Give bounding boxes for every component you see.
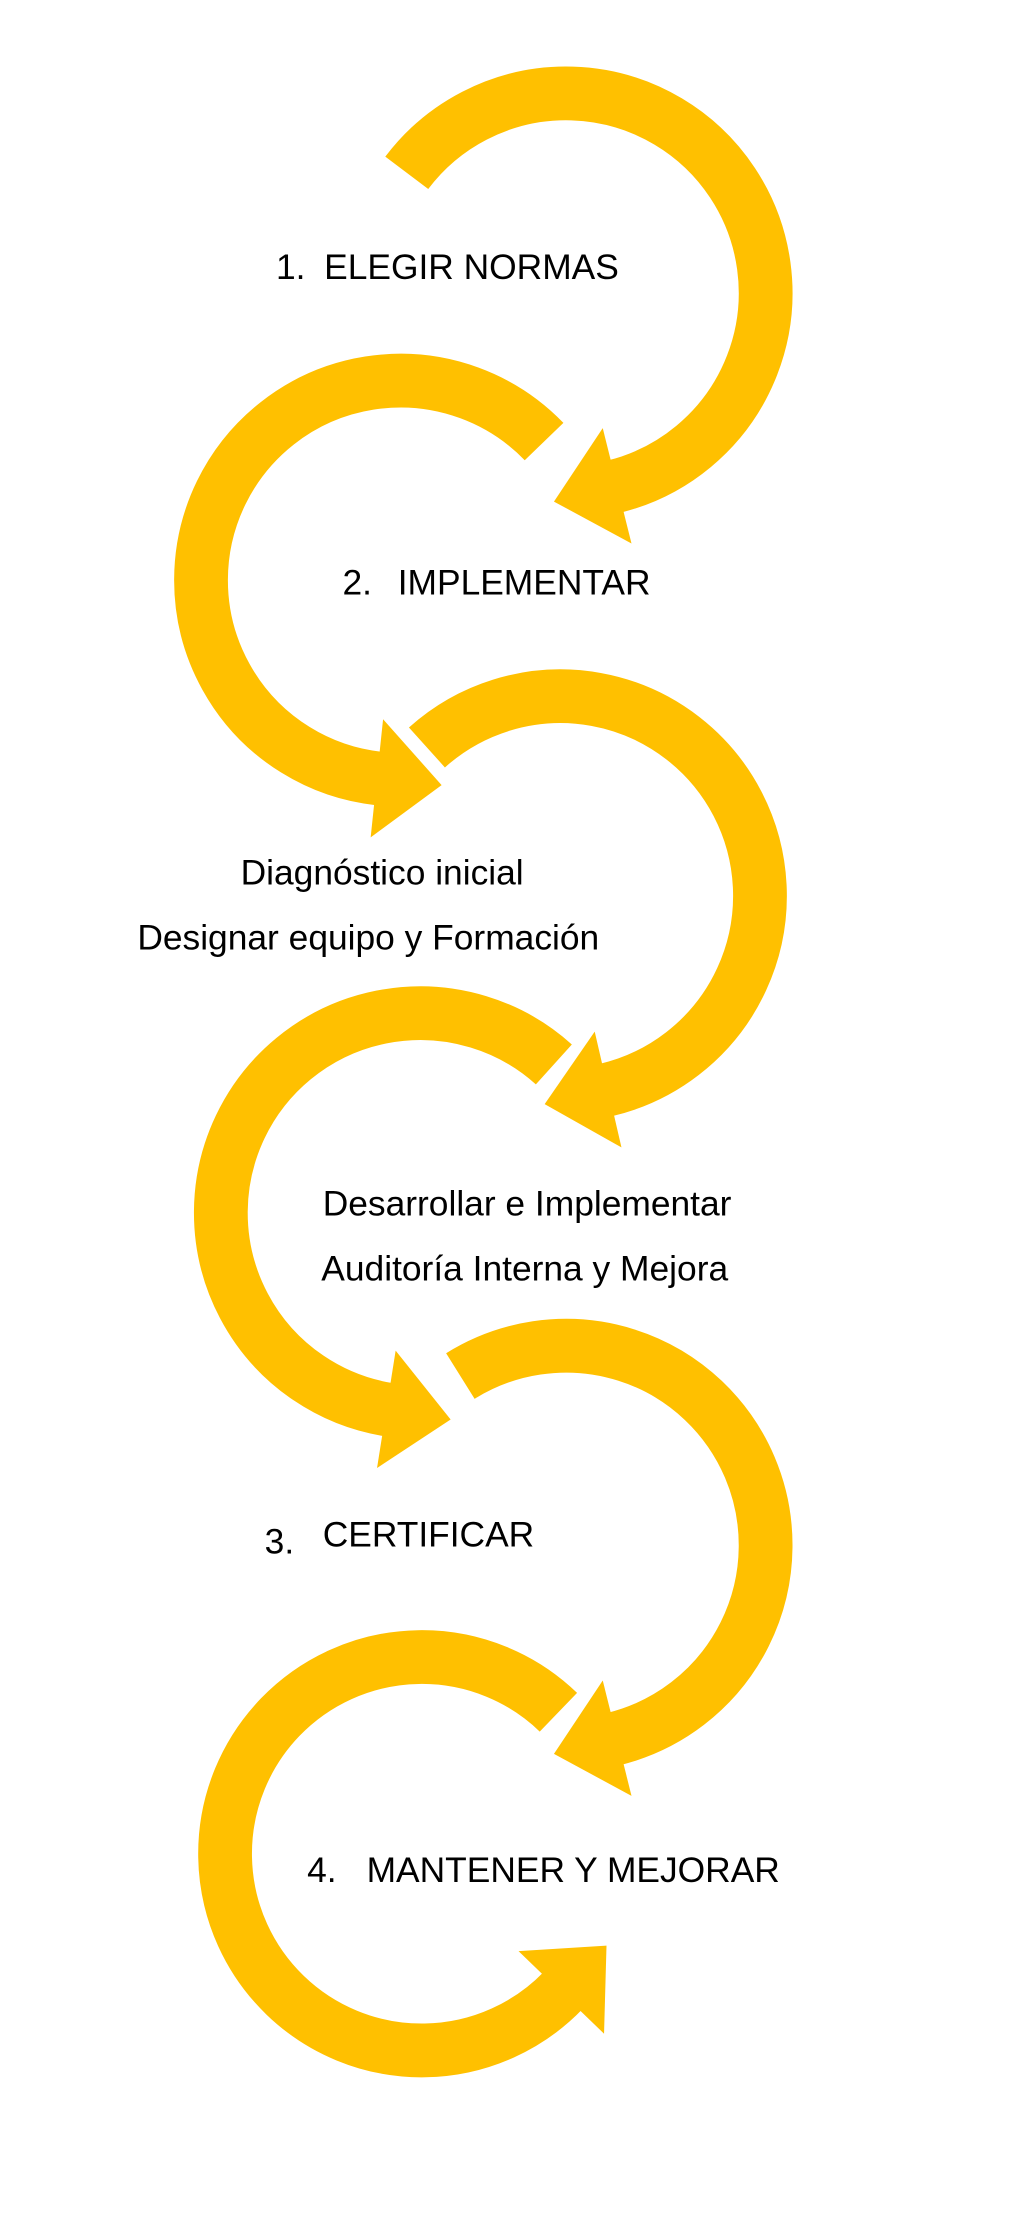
- circular-arrows: [174, 66, 793, 2078]
- arrowhead-icon-6: [518, 1945, 607, 2034]
- arrowhead-icon-1: [553, 428, 632, 544]
- arrowhead-icon-3: [544, 1031, 622, 1148]
- arrow-arc-2: [174, 353, 564, 806]
- substep-diagnostico: Diagnóstico inicial: [241, 853, 524, 892]
- arrow-arc-5: [446, 1318, 793, 1765]
- step2-title: IMPLEMENTAR: [398, 563, 651, 602]
- step1-title: ELEGIR NORMAS: [324, 248, 619, 287]
- step2-number: 2.: [343, 563, 373, 602]
- arrow-arc-6: [198, 1630, 583, 2078]
- step4-number: 4.: [307, 1851, 337, 1890]
- substep-auditoria: Auditoría Interna y Mejora: [321, 1250, 728, 1289]
- arrow-arc-1: [385, 66, 793, 513]
- step1-number: 1.: [276, 248, 306, 287]
- arrowhead-icon-4: [377, 1350, 451, 1469]
- arrow-arc-4: [193, 986, 572, 1437]
- step3-title: CERTIFICAR: [323, 1516, 535, 1555]
- arrow-arc-3: [408, 669, 787, 1117]
- step3-number: 3.: [265, 1523, 295, 1562]
- substep-desarrollar: Desarrollar e Implementar: [323, 1185, 732, 1224]
- step4-title: MANTENER Y MEJORAR: [367, 1851, 780, 1890]
- arrowhead-icon-2: [370, 719, 442, 838]
- substep-designar-equipo: Designar equipo y Formación: [137, 919, 599, 958]
- arrowhead-icon-5: [553, 1680, 632, 1796]
